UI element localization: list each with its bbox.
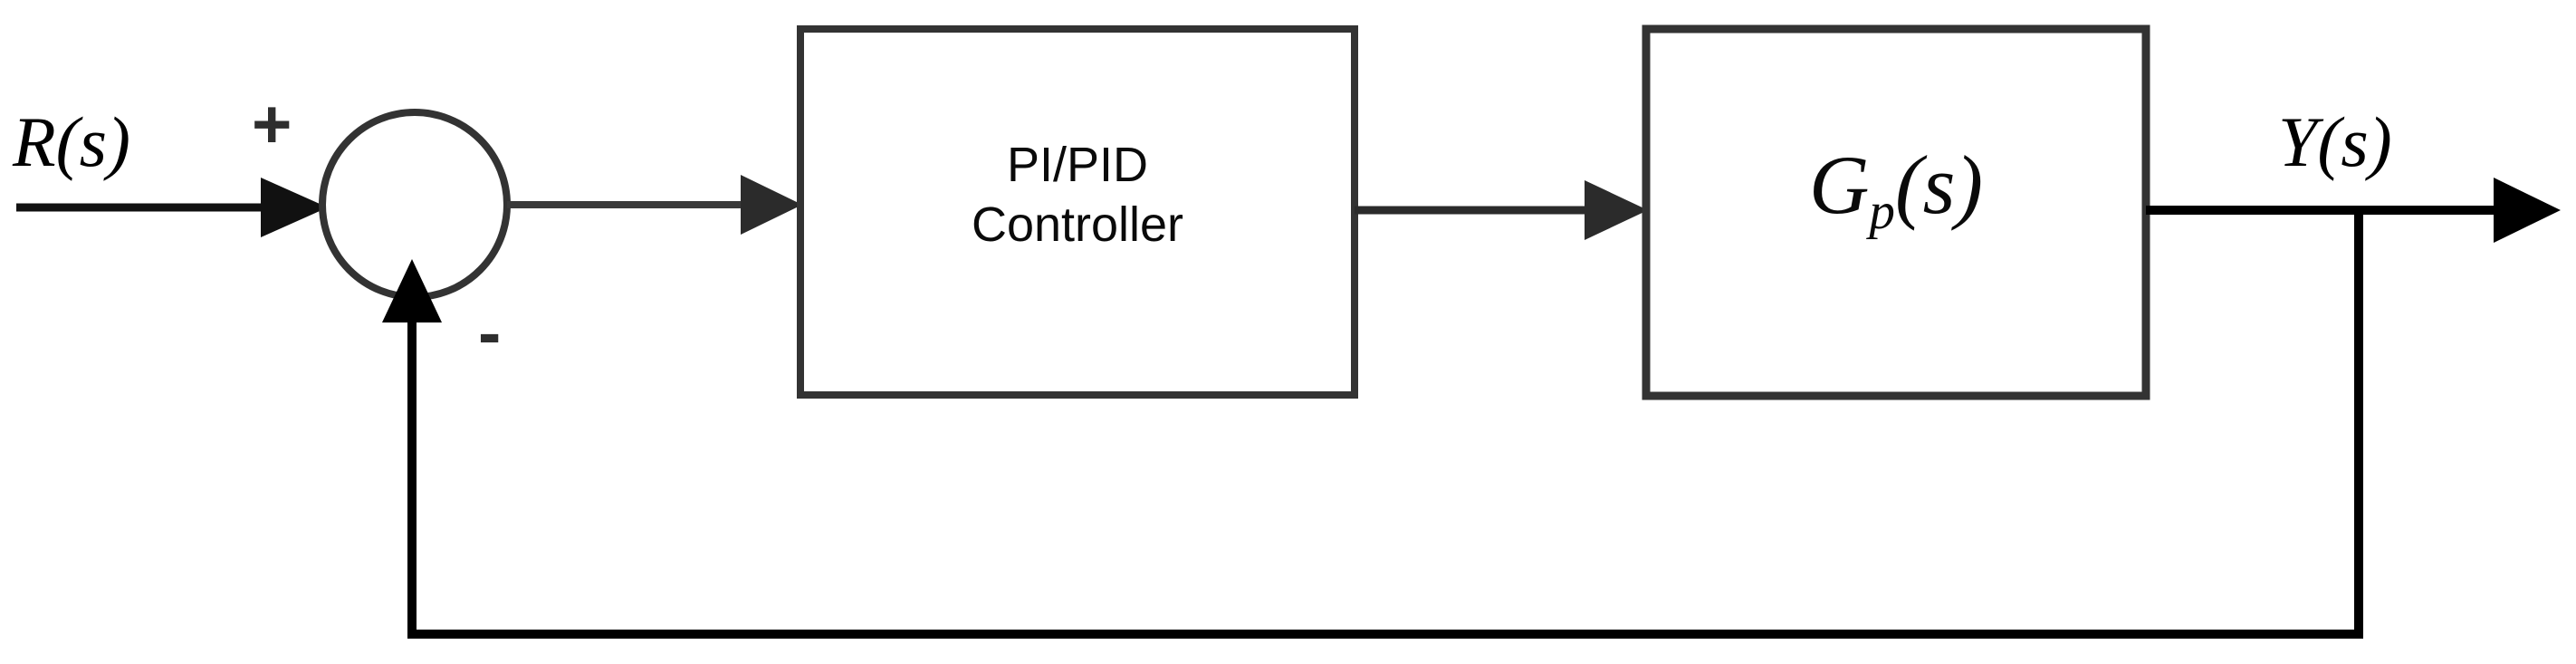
plant-output-line [2146, 178, 2561, 243]
control-signal-line [1355, 180, 1648, 240]
controller-label-line-1: PI/PID [1006, 138, 1149, 192]
negative-sign-label: - [478, 294, 502, 371]
plant-subscript: p [1869, 183, 1895, 241]
plant-block-label: Gp(s) [1646, 143, 2146, 237]
plant-argument: (s) [1894, 139, 1984, 231]
error-signal-line [507, 175, 802, 235]
positive-sign-label: + [252, 86, 292, 163]
feedback-path-line [382, 210, 2363, 639]
controller-block [797, 25, 1358, 399]
controller-block-label: PI/PID Controller [800, 136, 1355, 255]
plant-output-label: Y(s) [2278, 102, 2392, 181]
reference-input-label: R(s) [13, 102, 130, 181]
plant-symbol: G [1808, 139, 1870, 231]
reference-input-line [16, 178, 328, 237]
controller-label-line-2: Controller [971, 197, 1184, 252]
